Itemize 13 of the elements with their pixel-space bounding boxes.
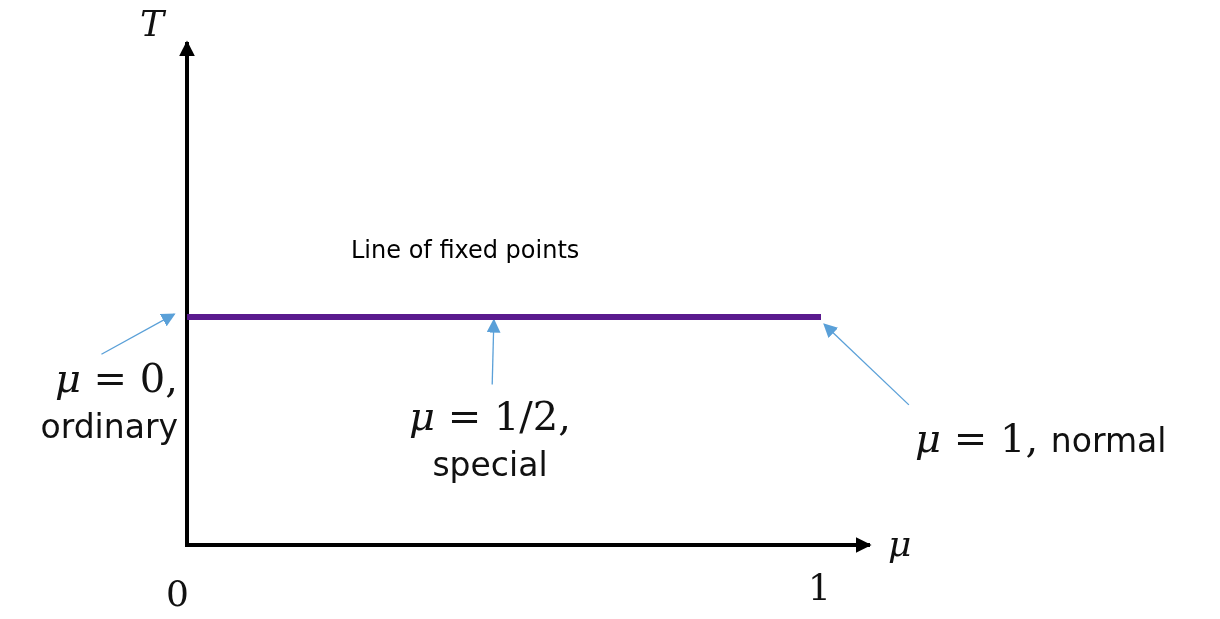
tick-label: 1: [808, 566, 831, 610]
tick-label: 0: [166, 572, 189, 616]
leader-line: [823, 323, 910, 406]
math-label: μ = 0,: [53, 354, 178, 403]
line-label: Line of fixed points: [351, 236, 580, 264]
math-label: μ = 1, normal: [915, 414, 1168, 463]
leader-line: [100, 313, 176, 355]
axis-label: μ: [888, 522, 912, 566]
axis-label: T: [140, 2, 164, 46]
leader-line: [486, 318, 501, 386]
caption-text: special: [431, 444, 549, 486]
math-label: μ = 1/2,: [407, 392, 572, 441]
caption-text: ordinary: [39, 406, 178, 448]
